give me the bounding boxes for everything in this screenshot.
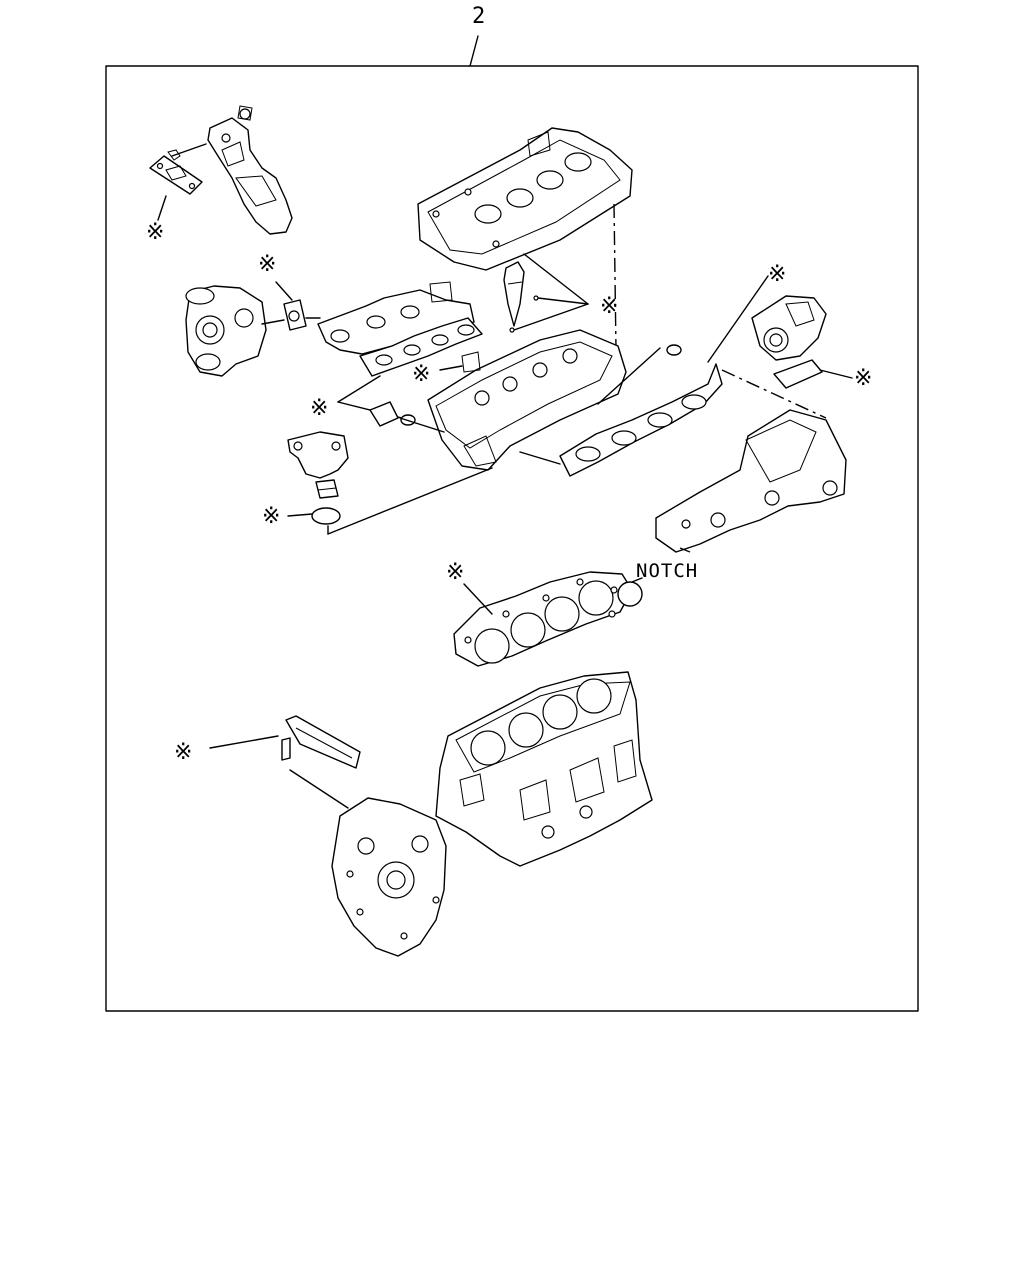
- intake-throttle-part: [751, 295, 827, 361]
- thermostat-part: [315, 479, 339, 499]
- notch-label: NOTCH: [636, 560, 699, 582]
- timing-cover-part: [331, 797, 447, 957]
- head-gasket-part: [453, 571, 633, 667]
- turbocharger-part: [185, 285, 285, 377]
- gasket-marker: ※: [262, 504, 281, 529]
- reference-leader: [469, 35, 479, 67]
- gasket-marker: ※: [412, 362, 431, 387]
- cylinder-block-part: [435, 671, 653, 867]
- egr-gasket-part: [149, 155, 203, 221]
- fuel-injector-part: [503, 253, 589, 333]
- gasket-marker: ※: [310, 396, 329, 421]
- water-outlet-part: [369, 401, 416, 427]
- valve-cover-part: [417, 127, 633, 271]
- throttle-gasket-part: [773, 359, 853, 389]
- notch-callout: [617, 581, 643, 607]
- front-cover-gasket-part: [281, 715, 361, 769]
- intake-manifold-gasket-part: [559, 363, 723, 477]
- gasket-marker: ※: [854, 366, 873, 391]
- seal-ring-part: [666, 344, 682, 356]
- exhaust-manifold-gasket-part: [359, 317, 483, 377]
- gasket-marker: ※: [146, 220, 165, 245]
- gasket-marker: ※: [174, 740, 193, 765]
- gasket-marker: ※: [446, 560, 465, 585]
- diagram-frame: [105, 65, 919, 1012]
- gasket-marker: ※: [258, 252, 277, 277]
- gasket-marker: ※: [600, 294, 619, 319]
- cylinder-head-part: [427, 329, 627, 471]
- egr-valve-part: [167, 105, 293, 235]
- turbo-gasket-part: [275, 281, 307, 331]
- reference-number: 2: [472, 4, 486, 29]
- intake-manifold-part: [655, 409, 847, 553]
- thermostat-seal-part: [311, 507, 341, 525]
- gasket-marker: ※: [768, 262, 787, 287]
- thermostat-housing-part: [287, 431, 349, 479]
